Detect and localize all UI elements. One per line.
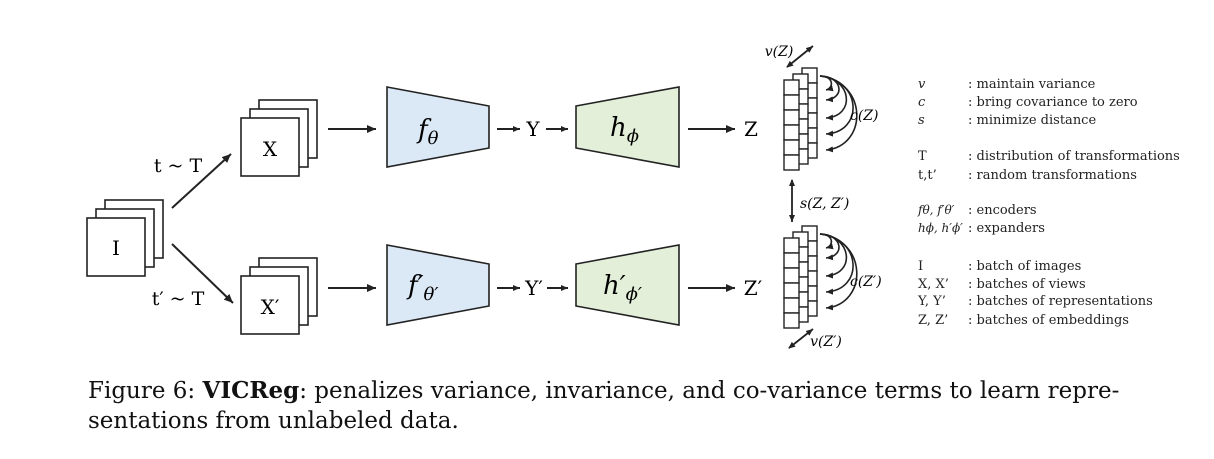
bottom-encoder-trapezoid <box>386 244 490 326</box>
top-variance-arrow <box>786 45 814 68</box>
legend-symbol: t,t’ <box>918 168 937 183</box>
top-embedding-label: Z <box>744 117 758 141</box>
bottom-branch-arrow <box>171 243 234 304</box>
vicreg-diagram: I t ~ T t′ ~ T X X′ fθ f′θ′ Y Y′ hϕ h′ϕ′… <box>86 44 1180 350</box>
bottom-embedding-label: Z′ <box>744 276 763 300</box>
top-embedding-stack <box>783 67 818 171</box>
legend-desc: : encoders <box>968 203 1037 218</box>
legend-symbol: c <box>918 95 926 110</box>
legend-desc: : maintain variance <box>968 77 1096 92</box>
caption-text: : penalizes variance, invariance, and co… <box>88 378 1120 434</box>
bottom-expander-label: h′ϕ′ <box>603 271 642 305</box>
legend-desc: : batches of embeddings <box>968 313 1129 328</box>
bottom-views-label: X′ <box>261 295 280 319</box>
caption-method-name: VICReg <box>202 377 300 404</box>
bottom-variance-label: v(Z′) <box>810 334 842 350</box>
top-expander-label: hϕ <box>610 113 639 147</box>
legend-symbol: Y, Y’ <box>917 294 946 309</box>
legend-desc: : random transformations <box>968 168 1137 183</box>
figure-caption: Figure 6: VICReg: penalizes variance, in… <box>88 376 1188 436</box>
legend-symbol: fθ, f′θ′ <box>917 203 955 217</box>
top-encoder-trapezoid <box>386 86 490 168</box>
top-variance-label: v(Z) <box>765 44 794 60</box>
caption-prefix: Figure 6: <box>88 378 203 404</box>
legend-symbol: s <box>918 113 925 128</box>
legend-symbol: I <box>918 259 923 274</box>
legend-desc: : batches of representations <box>968 294 1153 309</box>
legend-symbol: hϕ, h′ϕ′ <box>918 221 963 235</box>
invariance-label: s(Z, Z′) <box>800 196 849 212</box>
top-representation-label: Y <box>525 117 540 141</box>
legend-symbol: T <box>918 149 927 164</box>
legend: v : maintain variance c : bring covarian… <box>917 77 1180 328</box>
legend-desc: : distribution of transformations <box>968 149 1180 164</box>
legend-symbol: v <box>918 77 926 92</box>
top-covariance-arcs <box>819 75 858 153</box>
legend-symbol: X, X’ <box>918 277 949 292</box>
input-label: I <box>112 236 120 260</box>
bottom-encoder-label: f′θ′ <box>406 271 438 305</box>
bottom-embedding-stack <box>783 225 818 329</box>
bottom-variance-arrow <box>788 328 814 349</box>
legend-symbol: Z, Z’ <box>918 313 948 328</box>
bottom-expander-trapezoid <box>575 244 680 326</box>
top-expander-trapezoid <box>575 86 680 168</box>
legend-desc: : expanders <box>968 221 1045 236</box>
legend-desc: : batches of views <box>968 277 1086 292</box>
top-branch-arrow <box>171 153 232 209</box>
top-covariance-label: c(Z) <box>850 108 879 124</box>
bottom-covariance-arcs <box>819 233 858 311</box>
bottom-representation-label: Y′ <box>524 276 543 300</box>
input-image-stack <box>86 199 164 277</box>
bottom-transform-label: t′ ~ T <box>152 288 205 310</box>
legend-desc: : minimize distance <box>968 113 1096 128</box>
bottom-views-stack <box>240 257 318 335</box>
legend-desc: : bring covariance to zero <box>968 95 1138 110</box>
top-transform-label: t ~ T <box>154 155 203 177</box>
legend-desc: : batch of images <box>968 259 1081 274</box>
bottom-covariance-label: c(Z′) <box>850 274 882 290</box>
top-views-label: X <box>263 137 278 161</box>
top-views-stack <box>240 99 318 177</box>
